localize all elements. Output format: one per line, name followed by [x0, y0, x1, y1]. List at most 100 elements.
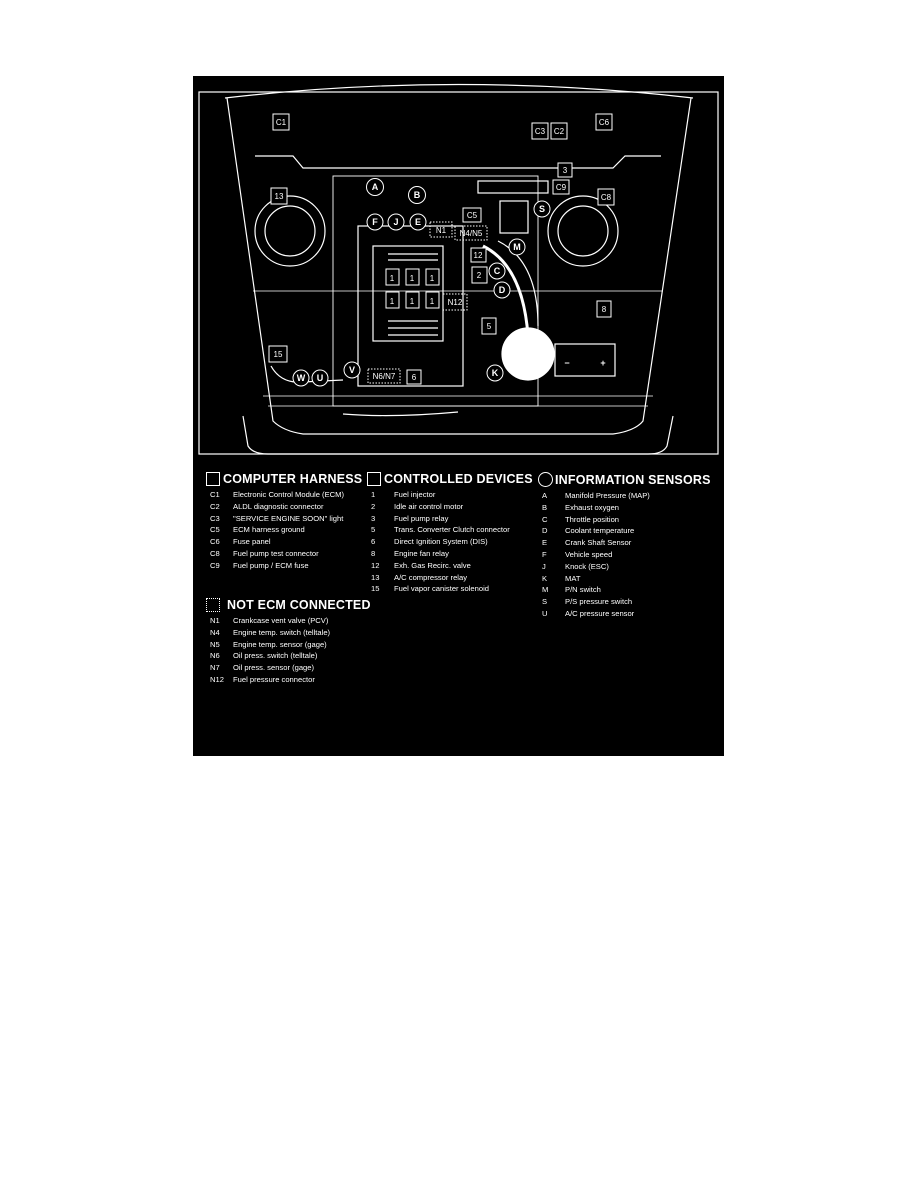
legend-item-text: Fuel injector: [394, 490, 436, 499]
legend-item-code: M: [542, 585, 549, 595]
legend-header: INFORMATION SENSORS: [538, 472, 711, 487]
legend-item-code: K: [542, 573, 548, 583]
legend-item-text: Throttle position: [565, 514, 620, 524]
throttle-body: [499, 200, 529, 234]
engine-compartment-drawing: C1 C3 C2 C6 3 C9 C8 13 8 15 C5 12 2 5 6 …: [198, 83, 719, 455]
legend-item-text: A/C compressor relay: [394, 572, 468, 582]
marker-s: [533, 200, 551, 218]
legend-item-text: Vehicle speed: [565, 549, 613, 559]
legend-item-code: N6: [210, 651, 220, 661]
legend-item-text: Engine fan relay: [394, 548, 449, 558]
legend-header: NOT ECM CONNECTED: [206, 598, 371, 612]
legend-title: CONTROLLED DEVICES: [384, 472, 533, 486]
legend-item-text: Electronic Control Module (ECM): [233, 490, 344, 499]
legend-title: INFORMATION SENSORS: [555, 472, 711, 487]
legend-item-code: A: [542, 491, 548, 500]
legend-item-text: Engine temp. switch (telltale): [233, 627, 331, 637]
legend-item: S P/S pressure switch: [538, 596, 711, 608]
marker-12: [470, 247, 487, 263]
legend-item-text: Exhaust oxygen: [565, 502, 620, 512]
marker-13: [270, 187, 288, 205]
legend-item-code: B: [542, 502, 548, 512]
marker-15: [268, 345, 288, 363]
marker-n1: [429, 221, 453, 238]
legend-item-code: N5: [210, 639, 220, 649]
marker-c8: [597, 188, 615, 206]
label-n1: N1: [436, 226, 447, 235]
legend-title: NOT ECM CONNECTED: [227, 598, 371, 612]
legend-item-text: Manifold Pressure (MAP): [565, 491, 650, 500]
marker-c9: [552, 179, 570, 195]
legend-item-text: Crank Shaft Sensor: [565, 538, 632, 548]
marker-e: [409, 213, 427, 231]
legend-item-text: P/S pressure switch: [565, 597, 633, 607]
right-strut-tower: [547, 195, 619, 267]
legend-item-text: A/C pressure sensor: [565, 608, 635, 618]
legend-item-code: N1: [210, 616, 220, 625]
label-v: V: [349, 365, 355, 375]
marker-injector-3: [425, 268, 440, 286]
label-c3: C3: [535, 127, 546, 136]
marker-c6: [595, 113, 613, 131]
legend-item-code: S: [542, 597, 548, 607]
legend-item-code: C2: [210, 501, 220, 511]
legend-item-text: Fuel pump test connector: [233, 548, 319, 558]
legend-item: 13 A/C compressor relay: [367, 572, 533, 584]
legend-item: C8 Fuel pump test connector: [206, 548, 362, 560]
label-n12: N12: [448, 298, 463, 307]
legend-item-code: D: [542, 526, 548, 536]
marker-injector-2: [405, 268, 420, 286]
legend-item: N4 Engine temp. switch (telltale): [206, 627, 371, 639]
label-m: M: [513, 242, 521, 252]
marker-injector-5: [405, 291, 420, 309]
legend-item-text: Engine temp. sensor (gage): [233, 639, 327, 649]
marker-c3: [531, 122, 549, 140]
label-15: 15: [274, 350, 283, 359]
marker-n12: [442, 293, 468, 311]
marker-v: [343, 361, 361, 379]
label-e: E: [415, 217, 421, 227]
legend-item-code: N4: [210, 627, 220, 637]
marker-a: [366, 178, 384, 196]
square-symbol-icon: [206, 472, 220, 486]
label-c1: C1: [276, 118, 287, 127]
label-5: 5: [487, 322, 492, 331]
marker-injector-6: [425, 291, 440, 309]
label-6: 6: [412, 373, 417, 382]
legend-item-code: C9: [210, 560, 220, 570]
legend-item-text: Idle air control motor: [394, 501, 464, 511]
marker-injector-1: [385, 268, 400, 286]
marker-n6-n7: [367, 368, 401, 384]
legend-item-text: MAT: [565, 573, 581, 583]
legend-item-code: C8: [210, 548, 220, 558]
label-injector-3: 1: [430, 274, 435, 283]
label-c8: C8: [601, 193, 612, 202]
label-c: C: [494, 266, 501, 276]
legend-information-sensors: INFORMATION SENSORS A Manifold Pressure (…: [538, 472, 711, 620]
legend-item-code: C6: [210, 537, 220, 547]
marker-c1: [272, 113, 290, 131]
label-u: U: [317, 373, 324, 383]
engine-component-locator-figure: C1 C3 C2 C6 3 C9 C8 13 8 15 C5 12 2 5 6 …: [193, 76, 724, 756]
engine-outline: [332, 175, 539, 407]
legend-item: A Manifold Pressure (MAP): [538, 490, 711, 502]
label-b: B: [414, 190, 421, 200]
cowl-line: [255, 155, 661, 169]
label-13: 13: [275, 192, 284, 201]
marker-b: [408, 186, 426, 204]
label-injector-5: 1: [410, 297, 415, 306]
marker-w: [292, 369, 310, 387]
marker-d: [493, 281, 511, 299]
